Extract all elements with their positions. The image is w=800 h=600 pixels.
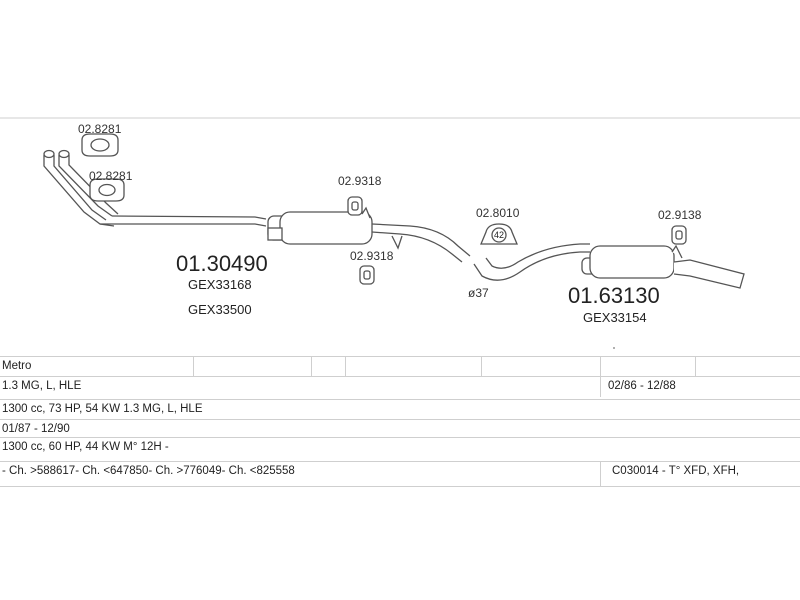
hanger-rear-icon <box>671 225 687 245</box>
table-row: Metro <box>0 356 800 377</box>
rear-section-part-no: 01.63130 <box>568 283 660 308</box>
engine-cell: 1300 cc, 60 HP, 44 KW M° 12H - <box>2 441 169 453</box>
ring-clamp-label: 02.8010 <box>476 206 520 220</box>
hanger-center-top-label: 02.9318 <box>338 174 382 188</box>
date-range-cell: 01/87 - 12/90 <box>2 423 70 435</box>
chassis-cell: - Ch. >588617- Ch. <647850- Ch. >776049-… <box>2 465 295 477</box>
column-divider <box>600 357 601 377</box>
front-silencer <box>267 206 471 263</box>
front-section-ref-2: GEX33500 <box>188 302 252 317</box>
column-divider <box>600 462 601 487</box>
clamp-top-label: 02.8281 <box>78 122 122 136</box>
column-divider <box>600 377 601 397</box>
column-divider <box>695 357 696 377</box>
column-divider <box>345 357 346 377</box>
ring-clamp-icon <box>480 223 518 245</box>
rear-silencer <box>581 244 745 289</box>
column-divider <box>481 357 482 377</box>
hanger-center-bottom-label: 02.9318 <box>350 249 394 263</box>
table-row: 01/87 - 12/90 <box>0 419 800 440</box>
table-bottom-border <box>0 486 800 487</box>
table-row: 1300 cc, 60 HP, 44 KW M° 12H - <box>0 437 800 458</box>
clamp-mid-icon <box>89 178 125 202</box>
stray-dot <box>613 347 615 349</box>
front-section-ref-1: GEX33168 <box>188 277 252 292</box>
table-row: 1.3 MG, L, HLE 02/86 - 12/88 <box>0 376 800 397</box>
column-divider <box>311 357 312 377</box>
date-range-cell: 02/86 - 12/88 <box>608 380 676 392</box>
mid-pipe <box>473 243 590 281</box>
code-cell: C030014 - T° XFD, XFH, <box>612 465 740 477</box>
hanger-center-bottom-icon <box>359 265 375 285</box>
front-section-part-no: 01.30490 <box>176 251 268 276</box>
rear-section-ref-1: GEX33154 <box>583 310 647 325</box>
clamp-mid-label: 02.8281 <box>89 169 133 183</box>
manifold-downpipe <box>43 149 267 227</box>
engine-cell: 1.3 MG, L, HLE <box>2 380 82 392</box>
ring-clamp-inner-label: 42 <box>494 230 504 240</box>
hanger-center-top-icon <box>347 196 363 216</box>
model-cell: Metro <box>2 360 32 372</box>
diameter-label: ø37 <box>468 286 489 300</box>
column-divider <box>193 357 194 377</box>
clamp-top-icon <box>81 133 119 157</box>
table-row: 1300 cc, 73 HP, 54 KW 1.3 MG, L, HLE <box>0 399 800 420</box>
hanger-rear-label: 02.9138 <box>658 208 702 222</box>
engine-cell: 1300 cc, 73 HP, 54 KW 1.3 MG, L, HLE <box>2 403 203 415</box>
table-row: - Ch. >588617- Ch. <647850- Ch. >776049-… <box>0 461 800 487</box>
